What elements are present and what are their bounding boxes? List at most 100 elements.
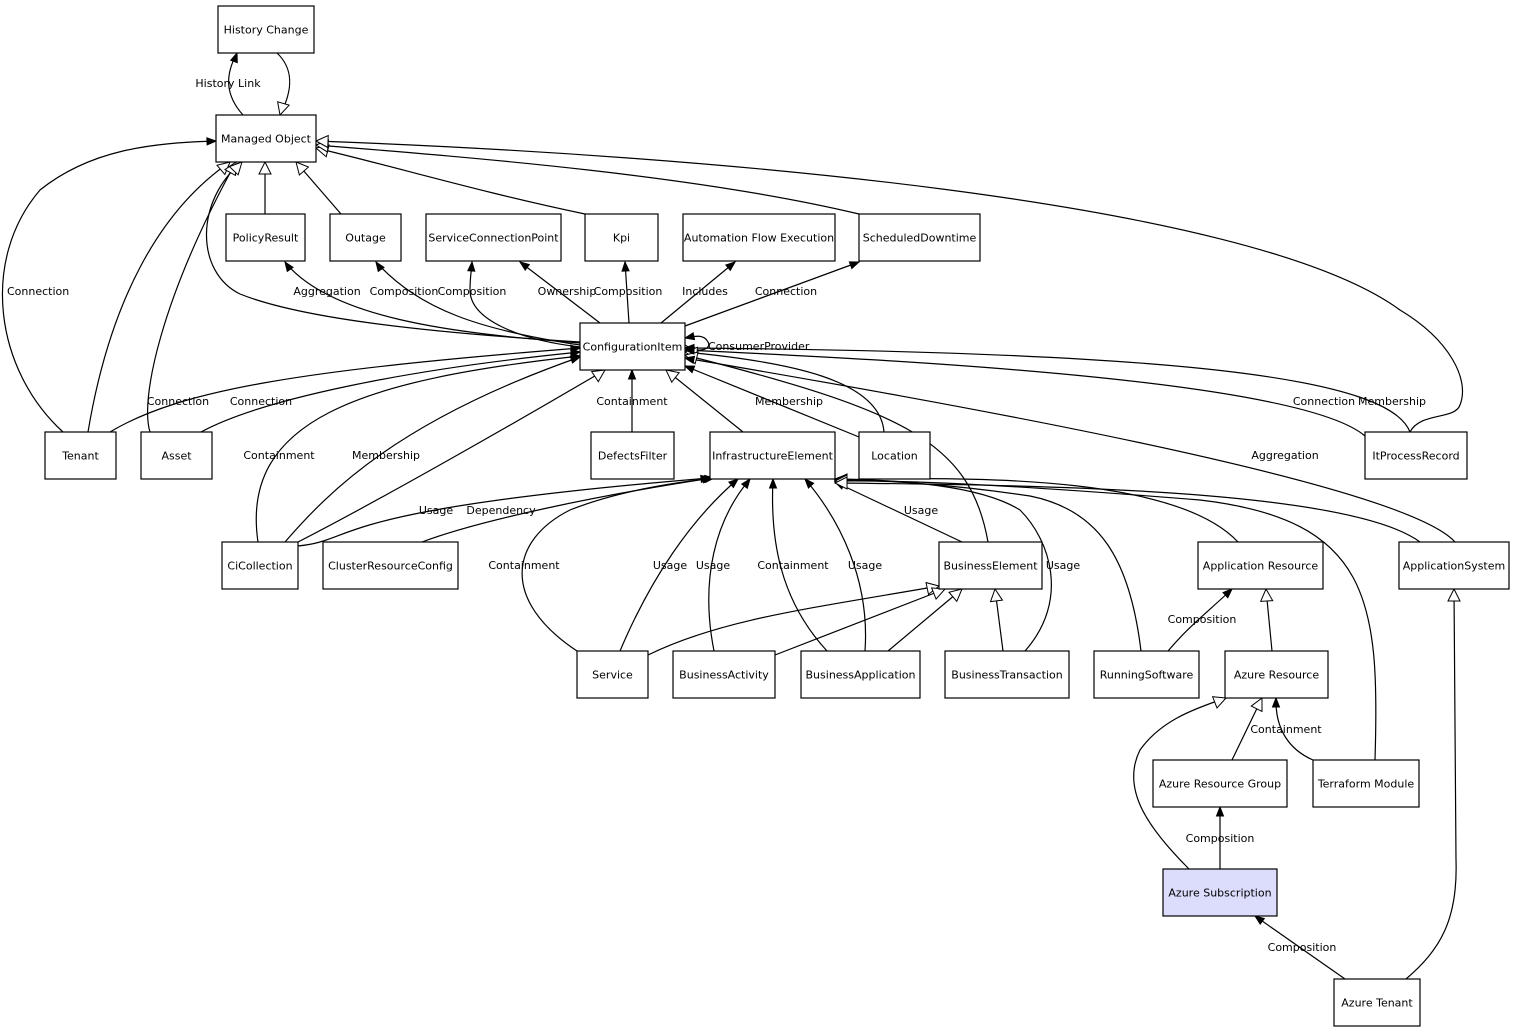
edge-scheduled-downtime-to-managed-object	[315, 144, 860, 215]
edge-label: Connection	[147, 395, 209, 408]
class-label: CiCollection	[227, 560, 292, 573]
class-box	[858, 213, 981, 262]
class-box	[1224, 650, 1329, 699]
edge-business-application-to-infrastructure-element	[804, 478, 867, 652]
edge-terraform-module-to-infrastructure-element	[834, 480, 1377, 761]
inheritance-arrowhead	[665, 369, 681, 384]
inheritance-arrowhead	[948, 588, 963, 603]
edge-business-activity-to-business-element	[774, 588, 946, 656]
edge-configuration-item-to-managed-object	[205, 161, 581, 343]
edge-azure-tenant-to-application-system	[1405, 588, 1457, 980]
class-label: BusinessApplication	[806, 669, 916, 682]
class-node-configuration-item: ConfigurationItem	[579, 322, 686, 371]
edge-label: Ownership	[538, 285, 597, 298]
edge-configuration-item-to-outage	[375, 261, 581, 346]
class-label: RunningSoftware	[1100, 669, 1194, 682]
class-label: BusinessActivity	[679, 669, 769, 682]
inheritance-arrowhead	[590, 369, 606, 383]
class-box	[140, 431, 213, 480]
association-arrowhead	[1253, 915, 1266, 926]
class-node-automation-flow-execution: Automation Flow Execution	[682, 213, 836, 262]
edge-label: Membership	[755, 395, 823, 408]
class-label: Outage	[345, 232, 386, 245]
edge-it-process-record-to-configuration-item	[684, 349, 1366, 437]
class-node-policy-result: PolicyResult	[225, 213, 306, 262]
class-node-scheduled-downtime: ScheduledDowntime	[858, 213, 981, 262]
class-label: Azure Subscription	[1168, 887, 1271, 900]
edge-service-to-business-element	[647, 585, 940, 656]
class-box	[579, 322, 686, 371]
edge-label: Connection	[7, 285, 69, 298]
edge-label: Usage	[1046, 559, 1081, 572]
class-box	[217, 5, 315, 54]
edge-tenant-to-managed-object	[1, 140, 217, 433]
class-node-azure-resource: Azure Resource	[1224, 650, 1329, 699]
edge-infrastructure-element-to-configuration-item	[665, 369, 744, 433]
edge-label: Usage	[848, 559, 883, 572]
association-arrowhead	[804, 477, 815, 489]
class-node-terraform-module: Terraform Module	[1312, 759, 1420, 808]
class-box	[1093, 650, 1200, 699]
edge-label: Membership	[352, 449, 420, 462]
association-arrowhead	[206, 137, 218, 146]
class-label: ItProcessRecord	[1372, 450, 1459, 463]
class-label: ConfigurationItem	[583, 341, 683, 354]
edges-layer	[1, 52, 1464, 980]
class-label: Managed Object	[221, 133, 312, 146]
association-arrowhead	[704, 474, 716, 484]
class-label: History Change	[224, 24, 309, 37]
edge-ci-collection-to-configuration-item	[297, 369, 606, 543]
class-box	[1152, 759, 1288, 808]
edge-business-application-to-infrastructure-element	[771, 478, 828, 652]
association-arrowhead	[627, 368, 637, 380]
class-node-application-resource: Application Resource	[1197, 541, 1324, 590]
class-box	[800, 650, 921, 699]
edge-label: Composition	[1168, 613, 1237, 626]
edge-application-system-to-configuration-item	[684, 357, 1456, 543]
edge-label: Aggregation	[293, 285, 360, 298]
class-node-ci-collection: CiCollection	[221, 541, 299, 590]
class-box	[1364, 431, 1468, 480]
edge-label: Usage	[904, 504, 939, 517]
class-box	[938, 541, 1043, 590]
class-box	[329, 213, 402, 262]
edge-label: Composition	[1268, 941, 1337, 954]
class-node-running-software: RunningSoftware	[1093, 650, 1200, 699]
edge-service-to-infrastructure-element	[521, 477, 715, 652]
edge-configuration-item-to-service-connection-point	[519, 261, 601, 324]
edge-azure-subscription-to-azure-resource	[1133, 697, 1227, 870]
class-box	[590, 431, 675, 480]
edge-label: Connection	[230, 395, 292, 408]
class-node-cluster-resource-config: ClusterResourceConfig	[322, 541, 459, 590]
class-node-service: Service	[576, 650, 649, 699]
class-node-azure-subscription: Azure Subscription	[1162, 868, 1278, 917]
class-box	[709, 431, 836, 480]
edge-configuration-item-to-scheduled-downtime	[684, 261, 860, 327]
class-label: DefectsFilter	[598, 450, 668, 463]
inheritance-arrowhead	[1211, 696, 1228, 709]
class-node-location: Location	[858, 431, 931, 480]
class-node-azure-tenant: Azure Tenant	[1333, 978, 1421, 1027]
association-arrowhead	[683, 343, 695, 353]
edge-label: Composition	[1186, 832, 1255, 845]
class-node-business-element: BusinessElement	[938, 541, 1043, 590]
class-node-asset: Asset	[140, 431, 213, 480]
association-arrowhead	[467, 260, 476, 272]
edge-label: Containment	[596, 395, 668, 408]
class-box	[1398, 541, 1510, 590]
inheritance-arrowhead	[1259, 587, 1274, 602]
edge-service-to-infrastructure-element	[619, 478, 739, 652]
class-node-history-change: History Change	[217, 5, 315, 54]
association-arrowhead	[768, 477, 778, 489]
class-box	[858, 431, 931, 480]
association-arrowhead	[683, 355, 696, 365]
class-label: Service	[592, 669, 633, 682]
edge-label: Includes	[682, 285, 728, 298]
association-arrowhead	[1215, 805, 1225, 817]
edge-label: Connection	[755, 285, 817, 298]
inheritance-arrowhead	[930, 587, 947, 600]
inheritance-arrowhead	[1447, 587, 1461, 602]
class-label: ScheduledDowntime	[863, 232, 977, 245]
